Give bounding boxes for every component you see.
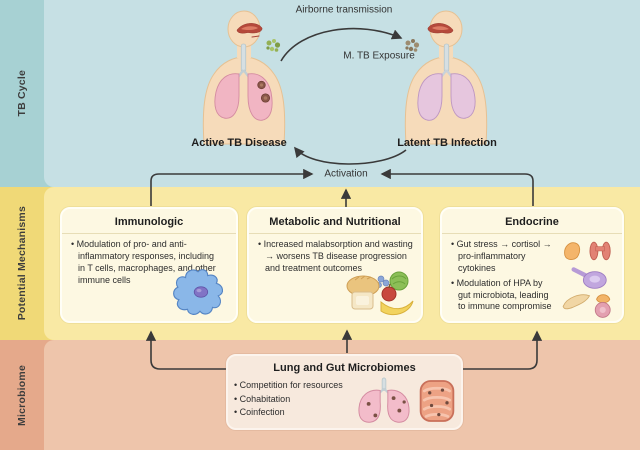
airborne-transmission-label: Airborne transmission [295,4,393,16]
metabolic-title: Metabolic and Nutritional [249,209,421,234]
band-label-potential-mechanisms: Potential Mechanisms [16,206,28,321]
endocrine-box: Endocrine Gut stress → cortisol → pro-in… [440,207,624,323]
gut-microbiome-icon [419,380,455,422]
bullet: Increased malabsorption and wasting → wo… [258,239,415,275]
latent-tb-infection-label: Latent TB Infection [397,137,497,149]
endocrine-title: Endocrine [442,209,622,234]
lungs-microbiome-icon [358,377,410,423]
band-label-microbiome: Microbiome [16,364,28,426]
endocrine-bullets: Gut stress → cortisol → pro-inflammatory… [442,239,554,324]
bullet: Competition for resources [234,379,355,393]
immunologic-title: Immunologic [62,209,236,234]
immunologic-bullets: Modulation of pro- and anti-inflammatory… [62,239,236,287]
activation-label: Activation [324,168,368,180]
metabolic-nutritional-box: Metabolic and Nutritional Increased mala… [247,207,423,323]
bullet: Coinfection [234,406,355,420]
tb-cycle-band [0,0,640,187]
bullet: Modulation of HPA by gut microbiota, lea… [451,278,554,314]
lung-gut-microbiomes-box: Lung and Gut Microbiomes Competition for… [226,354,463,430]
microbiome-bullets: Competition for resources Cohabitation C… [234,379,355,420]
immunologic-box: Immunologic Modulation of pro- and anti-… [60,207,238,323]
bullet: Cohabitation [234,393,355,407]
mtb-exposure-label: M. TB Exposure [343,50,415,62]
endocrine-organs-icon [562,241,611,318]
band-label-tb-cycle: TB Cycle [16,70,28,117]
microbiome-title: Lung and Gut Microbiomes [273,362,416,374]
metabolic-bullets: Increased malabsorption and wasting → wo… [249,239,421,275]
food-icon [346,271,414,316]
bullet: Modulation of pro- and anti-inflammatory… [71,239,222,287]
macrophage-cell-icon [173,269,224,315]
bullet: Gut stress → cortisol → pro-inflammatory… [451,239,554,275]
active-tb-disease-label: Active TB Disease [191,137,287,149]
